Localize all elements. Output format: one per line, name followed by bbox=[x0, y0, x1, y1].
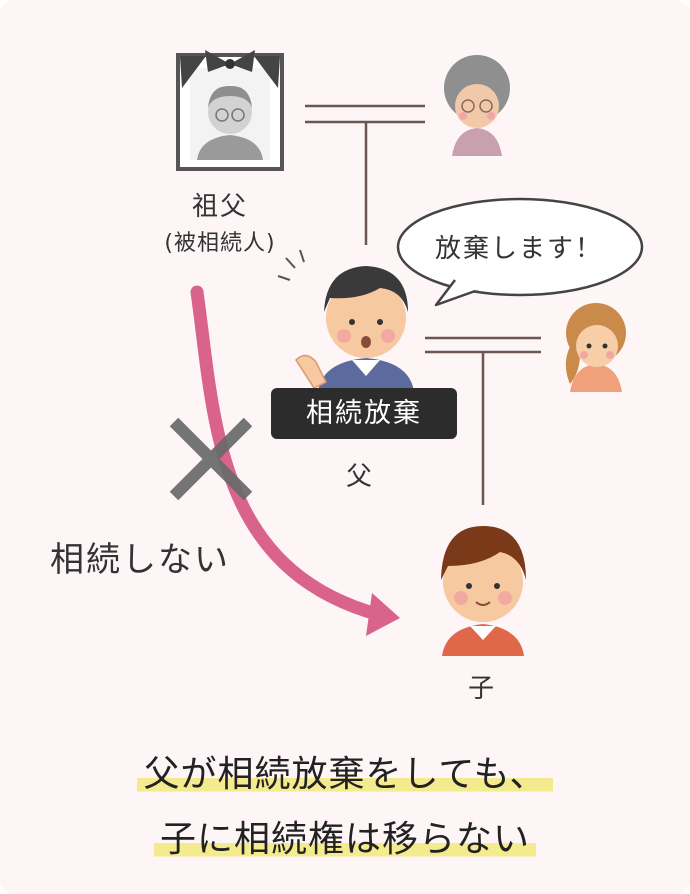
mourning-bow-icon bbox=[205, 50, 255, 72]
child-collar bbox=[470, 626, 496, 640]
mourning-bow-knot bbox=[225, 59, 235, 69]
family-tree-lines bbox=[305, 104, 541, 505]
speech-text: 放棄します！ bbox=[434, 234, 603, 264]
no-inheritance-label: 相続しない bbox=[50, 540, 230, 580]
father-label: 父 bbox=[345, 462, 374, 492]
grandmother-glasses-right bbox=[479, 99, 493, 113]
father-hair bbox=[324, 266, 408, 312]
mother-body bbox=[570, 364, 622, 392]
arrow-head bbox=[366, 593, 400, 636]
father-raised-hand-icon bbox=[295, 354, 328, 389]
mother-cheek bbox=[606, 351, 614, 359]
mother-face bbox=[576, 325, 618, 367]
child-cheek bbox=[498, 591, 512, 605]
grandmother-figure bbox=[444, 55, 510, 156]
summary-text-2: 子に相続権は移らない bbox=[153, 819, 536, 860]
grandmother-cheek bbox=[487, 112, 495, 120]
child-eye bbox=[466, 583, 472, 589]
grandfather-hair bbox=[208, 85, 252, 108]
exclamation-marks-icon bbox=[277, 249, 305, 281]
child-label: 子 bbox=[467, 674, 496, 704]
grandmother-body bbox=[452, 128, 502, 156]
mother-figure bbox=[565, 303, 626, 392]
grandfather-face bbox=[208, 90, 252, 134]
mourning-ribbon-right bbox=[254, 56, 280, 88]
renunciation-badge: 相続放棄 bbox=[271, 388, 457, 439]
mother-eye bbox=[602, 343, 608, 349]
cross-stroke bbox=[169, 417, 253, 501]
father-figure bbox=[277, 249, 414, 392]
grandfather-body bbox=[197, 135, 263, 160]
mourning-ribbon-left bbox=[180, 56, 206, 88]
child-figure bbox=[441, 526, 526, 656]
grandfather-label: 祖父 bbox=[191, 192, 248, 222]
mother-eye bbox=[586, 343, 592, 349]
grandfather-role-label: (被相続人) bbox=[164, 231, 276, 256]
grandmother-cheek bbox=[459, 112, 467, 120]
summary-text-1: 父が相続放棄をしても、 bbox=[137, 754, 553, 795]
mother-ponytail bbox=[565, 340, 580, 384]
summary-line-2: 子に相続権は移らない bbox=[0, 810, 690, 862]
father-cheek bbox=[381, 329, 395, 343]
child-eye bbox=[494, 583, 500, 589]
speech-bubble-tail-mask bbox=[455, 279, 479, 291]
father-eye bbox=[377, 319, 383, 325]
grandfather-glasses-left bbox=[215, 108, 229, 122]
speech-bubble-body bbox=[396, 197, 644, 297]
father-cheek bbox=[337, 329, 351, 343]
father-eye bbox=[349, 319, 355, 325]
grandfather-glasses-right bbox=[231, 108, 245, 122]
child-cheek bbox=[454, 591, 468, 605]
father-collar bbox=[352, 360, 380, 376]
child-mouth bbox=[475, 601, 491, 606]
child-hair bbox=[441, 526, 526, 580]
speech-bubble bbox=[396, 197, 644, 307]
grandfather-portrait bbox=[176, 50, 284, 171]
grandmother-glasses-left bbox=[461, 99, 475, 113]
summary-line-1: 父が相続放棄をしても、 bbox=[0, 745, 690, 797]
cross-mark-icon bbox=[169, 417, 253, 501]
father-mouth bbox=[361, 336, 371, 348]
mother-cheek bbox=[580, 351, 588, 359]
